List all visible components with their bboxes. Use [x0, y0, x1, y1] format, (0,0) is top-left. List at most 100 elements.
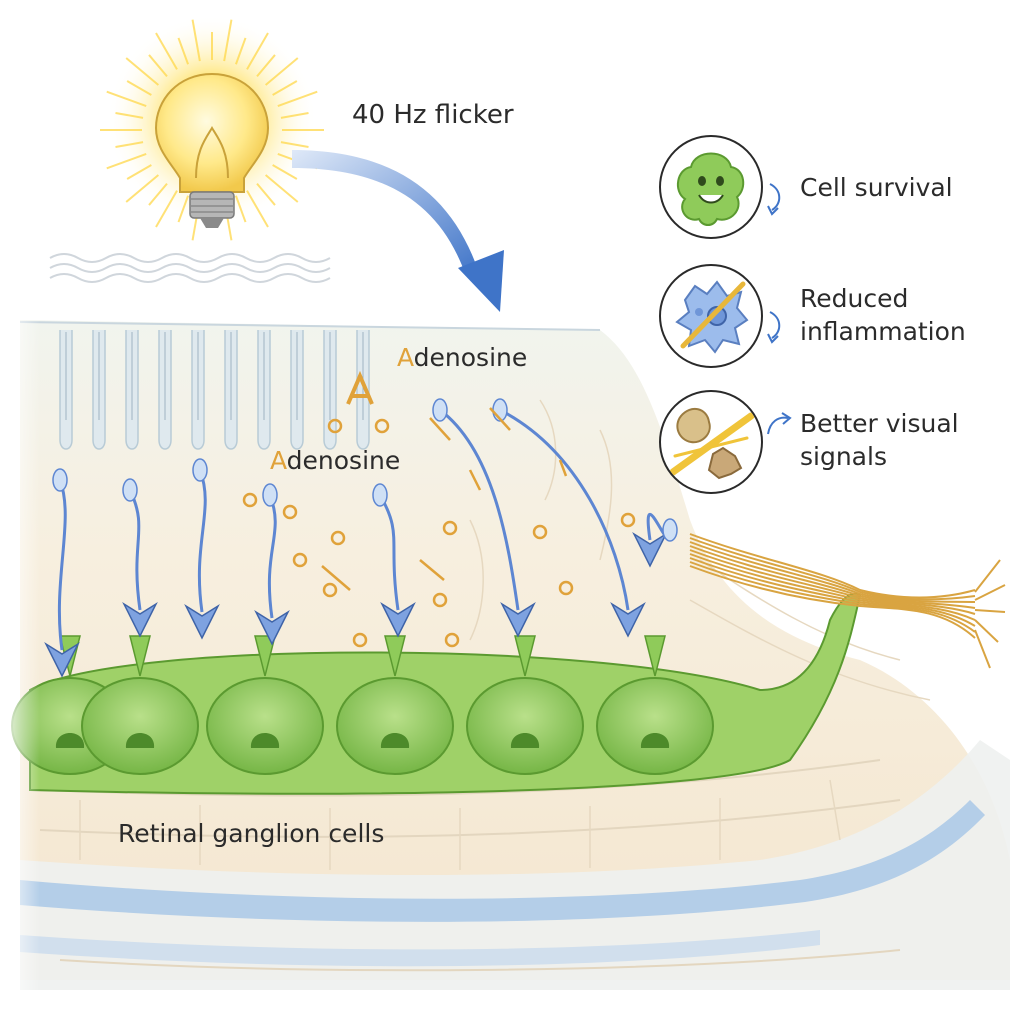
- ganglion-cell: [466, 677, 584, 775]
- nerve-ending: [974, 629, 991, 669]
- synaptic-terminal: [500, 601, 536, 638]
- signal-process: [499, 408, 630, 611]
- process-tip: [192, 458, 208, 482]
- light-ray: [223, 19, 233, 62]
- nerve-fiber: [689, 557, 976, 627]
- light-ray: [256, 182, 276, 206]
- light-ray: [280, 141, 309, 149]
- adenosine-mark: [321, 565, 351, 591]
- ganglion-cell: [336, 677, 454, 775]
- lower-vessel: [20, 930, 820, 967]
- light-ray: [191, 19, 201, 62]
- cell-dendrite-base: [254, 635, 276, 677]
- light-ray: [256, 54, 276, 78]
- nerve-fiber: [689, 545, 976, 609]
- optic-nerve-fibers: [689, 533, 1006, 669]
- smiling-cell-icon: [659, 135, 763, 239]
- signal-process: [267, 494, 277, 619]
- process-tip: [662, 518, 678, 542]
- adenosine-molecules: [242, 370, 636, 648]
- adenosine-mark: [558, 459, 568, 477]
- nerve-ending: [974, 559, 1001, 593]
- adenosine-mark: [489, 407, 511, 431]
- nerve-fiber: [689, 549, 976, 615]
- adenosine-ring: [444, 632, 460, 648]
- adenosine-ring: [327, 418, 343, 434]
- tissue-cell-outlines: [79, 399, 931, 870]
- light-ray: [115, 111, 144, 119]
- light-ray: [246, 32, 269, 70]
- neural-signal-icon: [659, 390, 763, 494]
- light-ray: [264, 174, 299, 203]
- adenosine-ring: [620, 512, 636, 528]
- effect-label-reduced-inflammation: Reduced inflammation: [800, 284, 966, 346]
- light-ray: [126, 80, 152, 96]
- light-bulb-icon: [100, 15, 324, 241]
- light-ray: [115, 141, 144, 149]
- cell-nucleus: [125, 733, 155, 748]
- light-ray: [277, 90, 318, 107]
- synaptic-terminal: [122, 601, 158, 638]
- synaptic-terminal: [254, 609, 290, 646]
- light-ray: [280, 111, 309, 119]
- process-tip: [262, 483, 278, 507]
- synaptic-terminal: [610, 601, 646, 638]
- light-ray: [177, 37, 189, 65]
- light-ray: [155, 190, 178, 228]
- ganglion-cell-layer: [11, 592, 862, 795]
- cell-nucleus: [510, 733, 540, 748]
- ganglion-cells-label: Retinal ganglion cells: [118, 819, 385, 848]
- left-fade: [0, 300, 40, 1000]
- light-ray: [125, 174, 160, 203]
- nerve-fiber: [689, 561, 976, 633]
- ganglion-cell: [81, 677, 199, 775]
- signal-process: [57, 479, 67, 651]
- adenosine-ring: [558, 580, 574, 596]
- blood-vessel-layer: [20, 800, 985, 922]
- light-waves: [49, 253, 331, 283]
- adenosine-ring: [352, 632, 368, 648]
- adenosine-mark: [468, 469, 482, 491]
- effect-label-better-visual-signals: Better visual signals: [800, 409, 959, 471]
- adenosine-ring: [292, 552, 308, 568]
- nerve-fiber: [689, 553, 976, 621]
- signal-processes: [44, 398, 678, 678]
- cell-nucleus: [640, 733, 670, 748]
- nerve-fiber: [689, 541, 976, 603]
- nerve-ending: [974, 619, 999, 643]
- cell-nucleus: [380, 733, 410, 748]
- light-ray: [126, 164, 152, 180]
- cell-nucleus: [250, 733, 280, 748]
- adenosine-mark: [419, 559, 445, 581]
- light-ray: [148, 54, 168, 78]
- nerve-ending: [974, 609, 1006, 613]
- light-ray: [106, 153, 147, 170]
- adenosine-ring: [374, 418, 390, 434]
- stimulus-label: 40 Hz flicker: [352, 100, 514, 130]
- light-ray: [177, 195, 189, 223]
- light-ray: [125, 57, 160, 86]
- synaptic-terminal: [184, 603, 220, 640]
- process-tip: [432, 398, 448, 422]
- cell-dendrite-base: [644, 635, 666, 677]
- light-ray: [148, 182, 168, 206]
- light-ray: [272, 80, 298, 96]
- process-tip: [372, 483, 388, 507]
- signal-process: [197, 469, 207, 613]
- adenosine-ring: [322, 582, 338, 598]
- adenosine-symbol: [346, 370, 374, 405]
- process-tip: [52, 468, 68, 492]
- light-ray: [155, 32, 178, 70]
- synaptic-terminal: [380, 601, 416, 638]
- adenosine-ring: [330, 530, 346, 546]
- adenosine-ring: [242, 492, 258, 508]
- adenosine-ring: [532, 524, 548, 540]
- cell-nucleus: [55, 733, 85, 748]
- light-ray: [246, 190, 269, 228]
- cell-dendrite-base: [514, 635, 536, 677]
- nerve-fiber: [689, 565, 976, 639]
- adenosine-ring: [432, 592, 448, 608]
- adenosine-label-upper: Adenosine: [397, 343, 528, 372]
